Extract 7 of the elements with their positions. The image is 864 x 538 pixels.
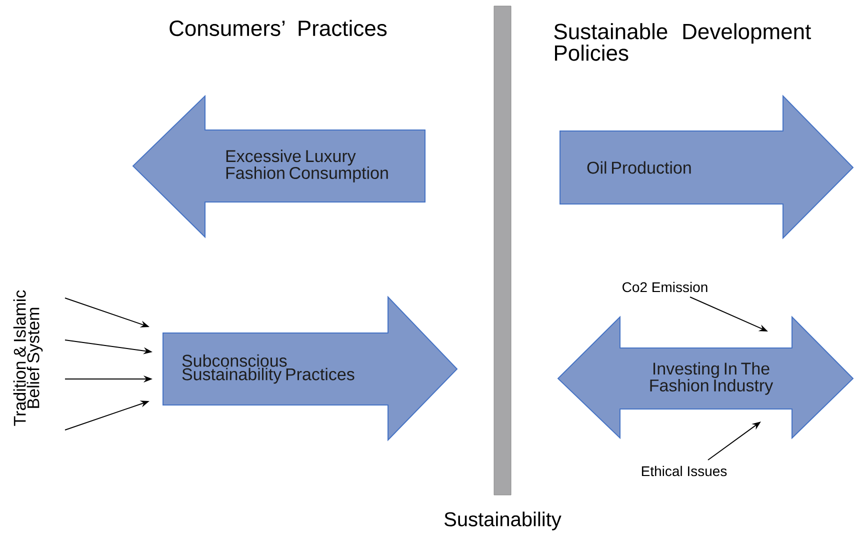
callout-text: Co2 Emission — [622, 282, 708, 292]
heading: Consumers’ Practices — [170, 20, 387, 36]
heading: Sustainable Development Policies — [554, 23, 811, 61]
bar-label: Sustainability — [444, 512, 562, 530]
divider-bar — [494, 6, 512, 496]
callout-text: Ethical Issues — [642, 466, 727, 476]
side-label: Tradition & Islamic Belief System — [13, 290, 43, 426]
